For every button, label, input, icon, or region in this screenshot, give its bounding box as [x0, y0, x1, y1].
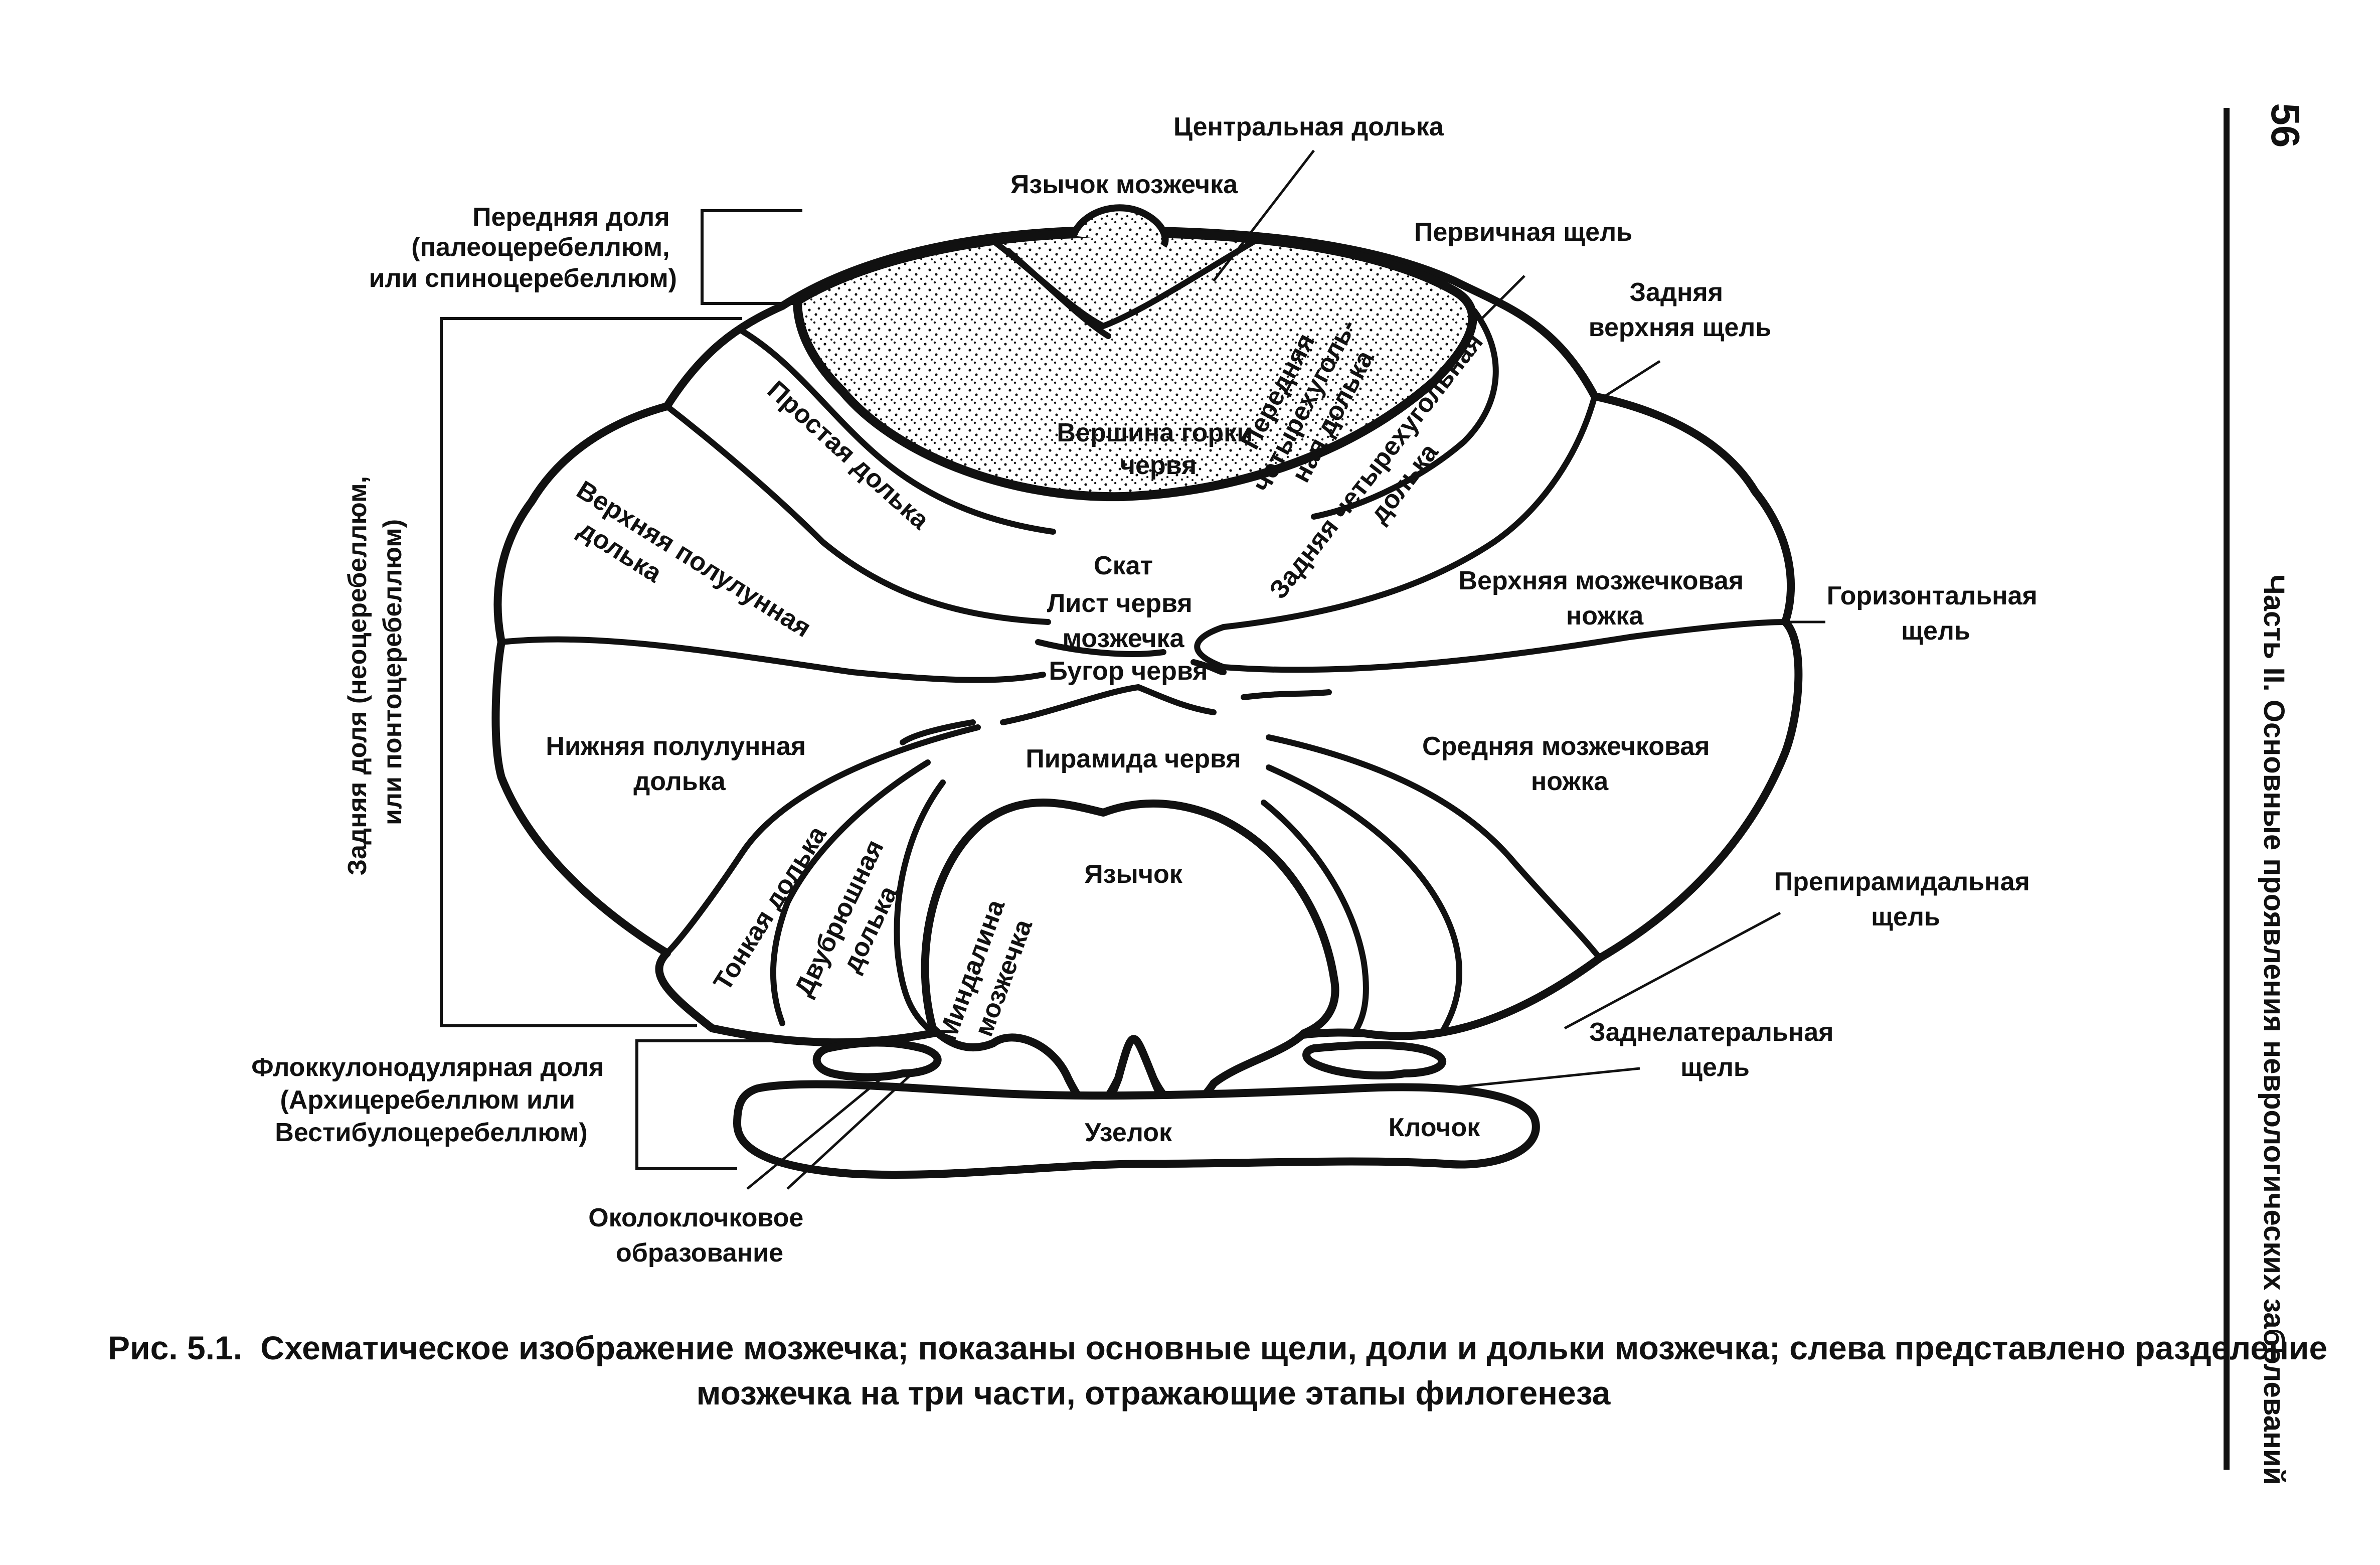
tuber-fissure-left [1035, 639, 1166, 657]
leader-prepyramidal [1564, 911, 1781, 1030]
label-uvula: Язычок [1084, 860, 1183, 889]
label-anterior-lobe-line3: или спиноцеребеллюм) [369, 264, 677, 293]
label-pyramid: Пирамида червя [1026, 744, 1241, 773]
label-paraflocculus-line1: Околоклочковое [588, 1203, 803, 1232]
label-inferior-semilunar: Нижняя полулунная долька [546, 732, 813, 796]
label-posterior-lobe: Задняя доля (неоцеребеллюм, или понтоцер… [343, 469, 407, 876]
horizontal-fissure-right [1194, 619, 1788, 673]
posterior-lobe-bracket [440, 317, 742, 1027]
label-inferior-semilunar-line2: долька [633, 767, 726, 796]
figure-caption-line1: Рис. 5.1. Схематическое изображение мозж… [108, 1329, 2327, 1366]
label-horizontal-fissure-line2: щель [1901, 616, 1970, 646]
biventral-tonsil-right [1261, 800, 1369, 1036]
nodulus-flocculus [733, 1080, 1540, 1179]
leader-posterolateral [1444, 1067, 1640, 1090]
label-posterolateral-fissure: Заднелатеральная щель [1589, 1018, 1841, 1082]
label-superior-peduncle: Верхняя мозжечковая ножка [1458, 566, 1751, 631]
leader-central-lobule [1213, 149, 1315, 282]
primary-fissure-left [739, 328, 1056, 535]
label-declive: Скат [1094, 551, 1153, 580]
label-primary-fissure: Первичная щель [1414, 218, 1632, 247]
leader-paraflocculus [786, 1067, 919, 1190]
label-nodulus: Узелок [1085, 1118, 1172, 1147]
leader-primary-fissure [1478, 275, 1525, 322]
label-posterolateral-line1: Заднелатеральная [1589, 1018, 1834, 1047]
superior-posterior-fissure-left [664, 403, 1051, 625]
label-flocculonodular-line3: Вестибулоцеребеллюм) [275, 1118, 587, 1147]
label-paraflocculus-line2: образование [616, 1238, 783, 1268]
label-prepyramidal-line2: щель [1871, 902, 1940, 931]
anterior-lobe-bracket [701, 209, 802, 305]
label-paraflocculus: Околоклочковое образование [588, 1203, 811, 1268]
label-prepyramidal-line1: Препирамидальная [1774, 867, 2030, 896]
label-superior-posterior-line1: Задняя [1629, 278, 1723, 307]
label-culmen-line1: Вершина горки [1057, 418, 1253, 447]
label-tuber: Бугор червя [1049, 657, 1208, 686]
label-inferior-semilunar-line1: Нижняя полулунная [546, 732, 806, 761]
label-flocculonodular-line1: Флоккулонодулярная доля [251, 1053, 604, 1082]
label-posterior-lobe-line2: или понтоцеребеллюм) [378, 519, 407, 825]
horizontal-fissure-left [498, 636, 1046, 683]
biventral-tonsil-left [894, 779, 946, 1031]
label-anterior-lobe-line1: Передняя доля [472, 203, 669, 232]
gracile-biventral-left [770, 759, 931, 1026]
label-posterolateral-line2: щель [1680, 1053, 1750, 1082]
figure-caption-prefix: Рис. 5.1. [108, 1329, 242, 1366]
label-folium-line2: мозжечка [1063, 624, 1185, 653]
label-superior-peduncle-line1: Верхняя мозжечковая [1458, 566, 1744, 595]
label-horizontal-fissure-line1: Горизонтальная [1827, 581, 2037, 610]
figure-caption-text1: Схематическое изображение мозжечка; пока… [260, 1329, 2327, 1366]
figure-caption-line2: мозжечка на три части, отражающие этапы … [697, 1374, 1611, 1412]
tuber-arc-3 [1241, 689, 1332, 700]
page-number: 56 [2263, 103, 2308, 148]
label-posterior-lobe-line1: Задняя доля (неоцеребеллюм, [343, 476, 372, 875]
prepyramidal-fissure-left [664, 724, 981, 956]
label-flocculonodular-line2: (Архицеребеллюм или [280, 1085, 575, 1115]
label-prepyramidal-fissure: Препирамидальная щель [1774, 867, 2037, 931]
label-flocculonodular-lobe: Флоккулонодулярная доля (Архицеребеллюм … [251, 1053, 611, 1147]
label-culmen: Вершина горки червя [1057, 418, 1260, 480]
label-lingula: Язычок мозжечка [1010, 170, 1238, 199]
vermis-v-fissure-2 [1005, 248, 1111, 339]
svg-text:56: 56 [2263, 103, 2308, 148]
label-anterior-lobe-line2: (палеоцеребеллюм, [411, 233, 669, 262]
label-middle-peduncle-line2: ножка [1531, 767, 1609, 796]
leader-superior-posterior [1604, 360, 1661, 398]
label-middle-peduncle: Средняя мозжечковая ножка [1422, 732, 1717, 796]
label-superior-posterior-line2: верхняя щель [1589, 313, 1772, 342]
label-superior-peduncle-line2: ножка [1566, 601, 1644, 631]
label-middle-peduncle-line1: Средняя мозжечковая [1422, 732, 1710, 761]
svg-text:Задняя доля (неоцеребеллюм,: Задняя доля (неоцеребеллюм, или понтоцер… [343, 469, 407, 876]
flocculonodular-bracket [635, 1039, 797, 1170]
tonsils-uvula [921, 799, 1339, 1113]
paraflocculus-right [1302, 1041, 1446, 1079]
gracile-biventral-right [1266, 764, 1462, 1031]
tuber-arc [1000, 684, 1217, 725]
tuber-arc-2 [900, 719, 976, 745]
label-anterior-lobe: Передняя доля (палеоцеребеллюм, или спин… [369, 203, 677, 293]
svg-text:Часть II. Основные проявления: Часть II. Основные проявления неврологич… [2258, 574, 2290, 1485]
tuber-fissure-right [1191, 659, 1227, 675]
label-horizontal-fissure: Горизонтальная щель [1827, 581, 2045, 646]
prepyramidal-fissure-right [1266, 734, 1603, 961]
lingula-bump [1070, 204, 1169, 248]
label-central-lobule: Центральная долька [1173, 112, 1444, 141]
label-culmen-line2: червя [1120, 451, 1197, 480]
leader-paraflocculus-2 [746, 1072, 889, 1190]
running-head-title: Часть II. Основные проявления неврологич… [2258, 574, 2290, 1485]
label-superior-posterior-fissure: Задняя верхняя щель [1589, 278, 1772, 342]
label-flocculus: Клочок [1389, 1113, 1481, 1142]
paraflocculus-left [812, 1038, 942, 1081]
label-folium-line1: Лист червя [1047, 589, 1193, 618]
label-folium: Лист червя мозжечка [1047, 589, 1200, 653]
superior-posterior-fissure-right [1221, 393, 1598, 630]
primary-fissure-right [1311, 308, 1499, 520]
